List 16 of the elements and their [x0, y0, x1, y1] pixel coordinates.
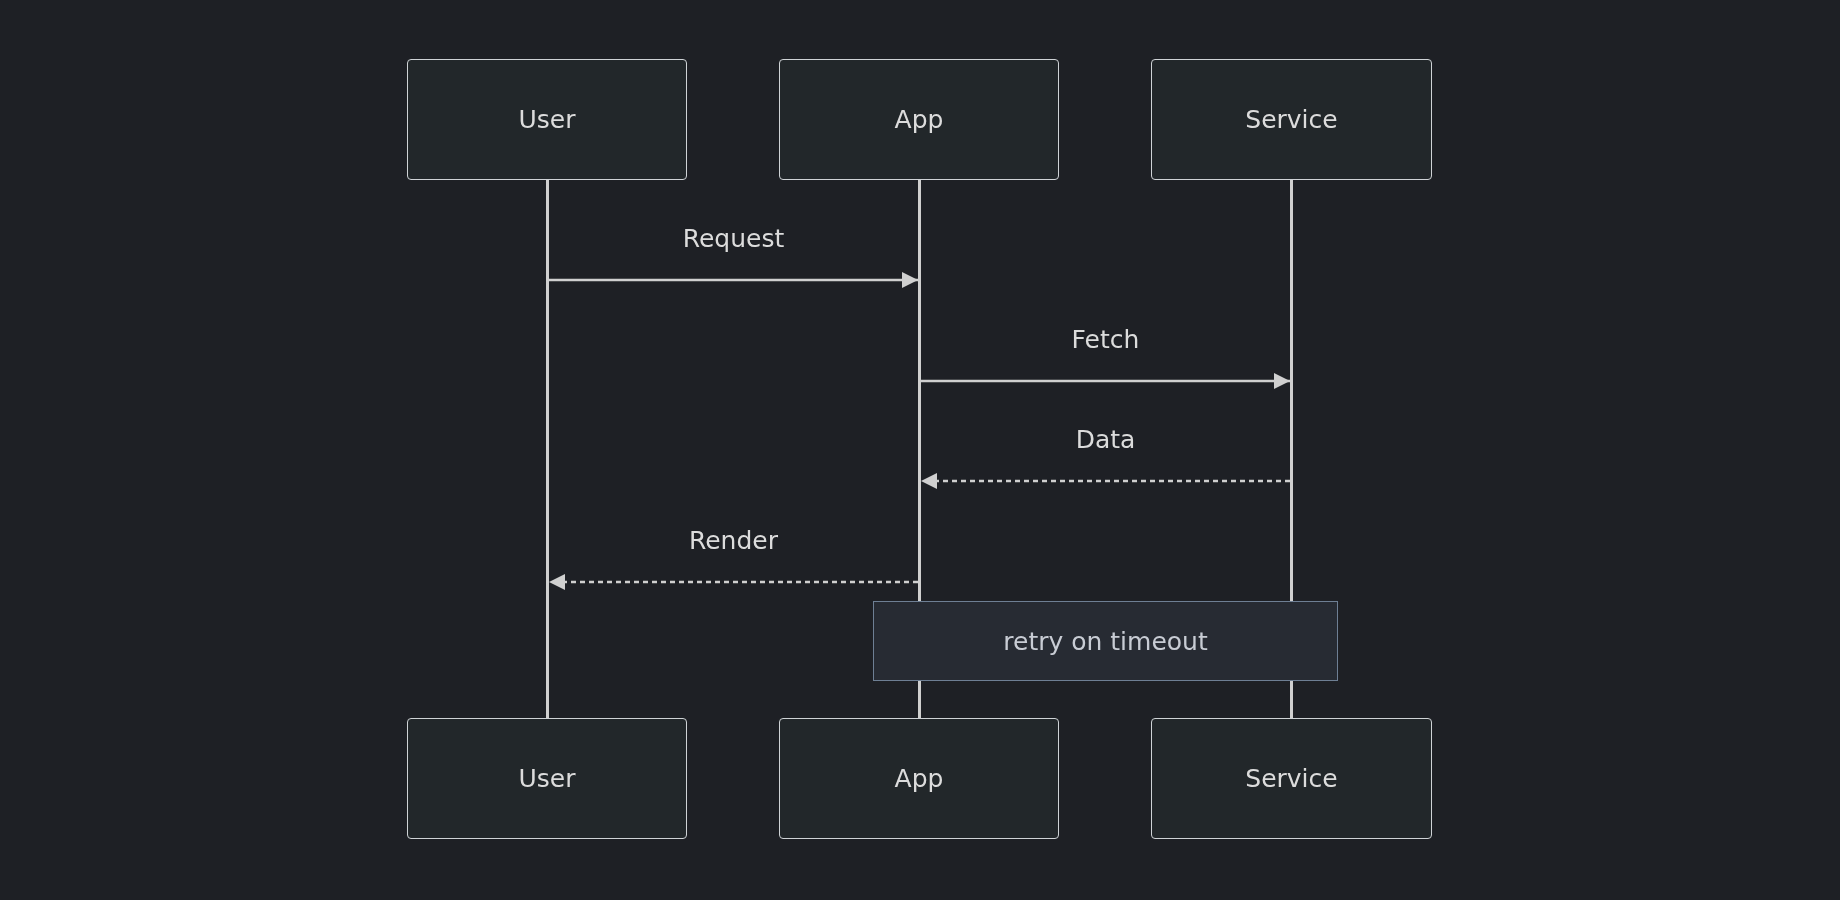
participant-box: App [779, 59, 1059, 180]
lifeline [546, 180, 549, 718]
participant-box: Service [1151, 718, 1432, 839]
message-arrow [549, 272, 918, 288]
message-label: Data [1075, 425, 1136, 454]
participant-box: User [407, 59, 687, 180]
participant-box: App [779, 718, 1059, 839]
note-box: retry on timeout [873, 601, 1338, 681]
message-arrow [921, 373, 1290, 389]
participant-box: User [407, 718, 687, 839]
message-label: Fetch [1071, 325, 1140, 354]
message-label: Render [689, 526, 778, 555]
reply-arrow [921, 473, 1290, 489]
message-label: Request [682, 224, 785, 253]
participant-box: Service [1151, 59, 1432, 180]
reply-arrow [549, 574, 918, 590]
